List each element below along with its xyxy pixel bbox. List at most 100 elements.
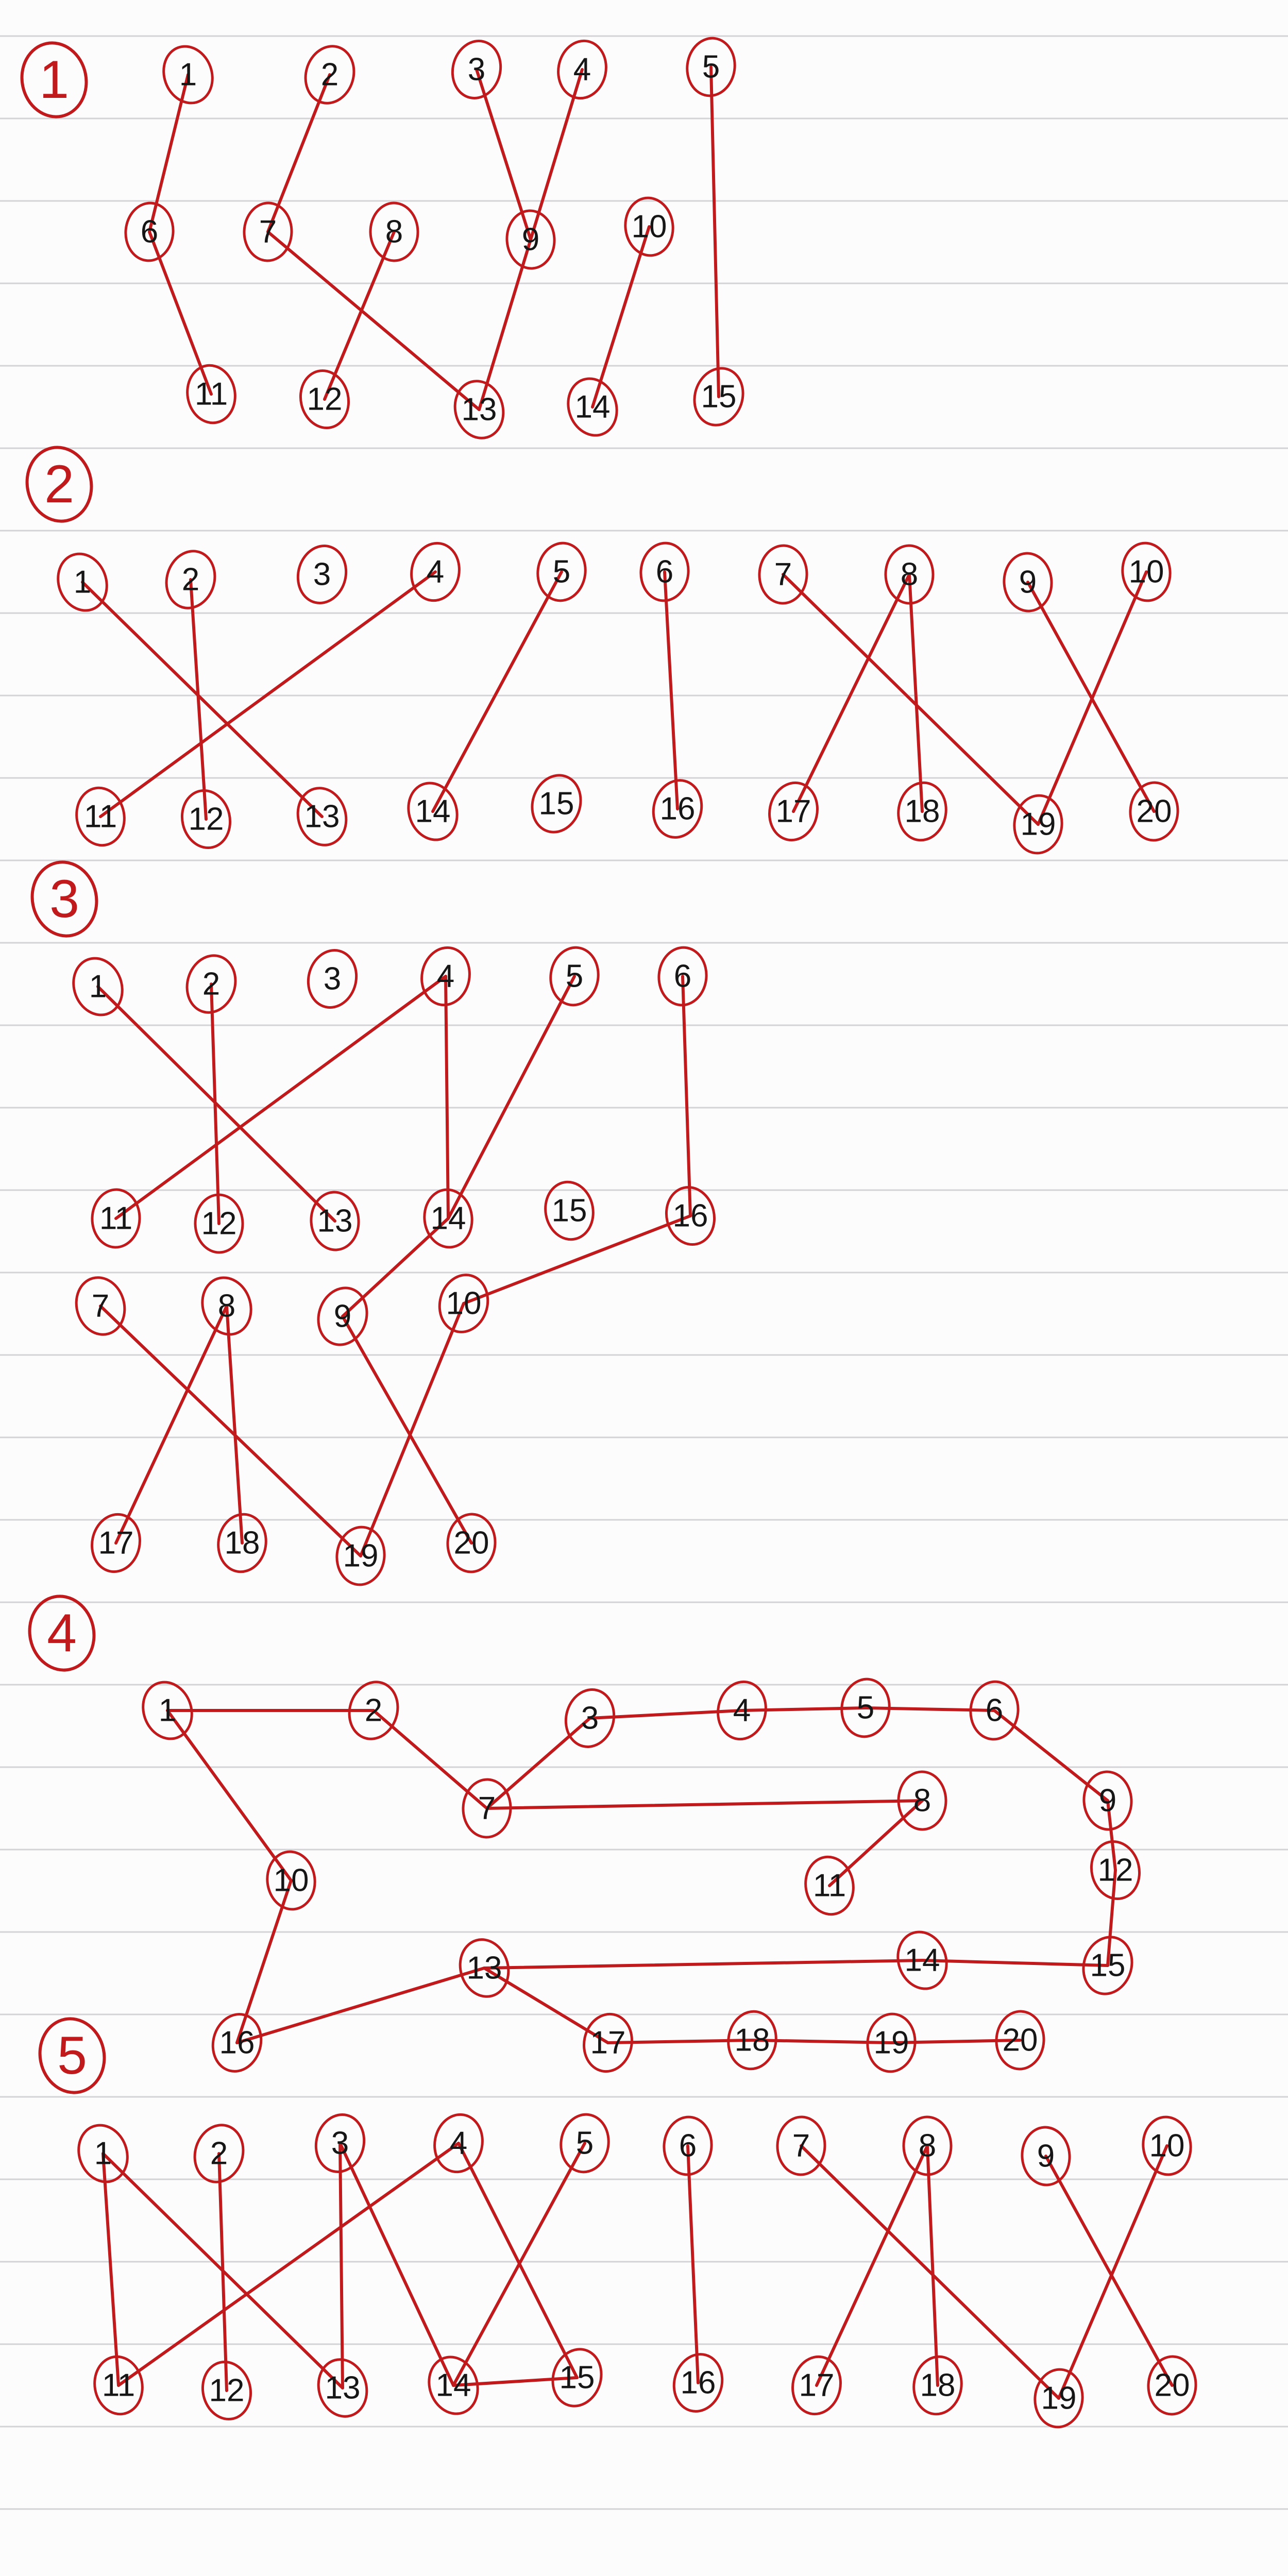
node-12: 12	[180, 789, 232, 850]
node-label: 13	[325, 2370, 361, 2406]
edge-14-13	[483, 1959, 924, 1970]
node-9: 9	[317, 1286, 368, 1346]
node-7: 7	[758, 544, 808, 605]
node-label: 12	[201, 1206, 237, 1242]
edge-8-17	[114, 1304, 228, 1545]
edge-14-15	[452, 2376, 579, 2387]
node-label: 14	[431, 1201, 466, 1236]
edge-5-6	[864, 1706, 996, 1712]
node-ring	[758, 544, 808, 605]
edge-4-11	[99, 570, 437, 818]
edge-1-6	[148, 73, 190, 233]
node-3: 3	[314, 2113, 366, 2173]
node-label: 2	[321, 57, 338, 93]
edge-6-16	[686, 2144, 700, 2384]
edge-5-14	[431, 570, 563, 813]
edge-group	[96, 975, 692, 1557]
edge-8-18	[926, 2144, 939, 2387]
node-ring	[657, 946, 708, 1007]
node-label: 8	[913, 1783, 931, 1819]
node-ring	[57, 552, 108, 612]
node-label: 15	[701, 379, 737, 415]
node-7: 7	[462, 1778, 512, 1839]
node-3: 3	[564, 1688, 616, 1748]
node-ring	[1090, 1840, 1141, 1901]
node-ring	[335, 1526, 386, 1586]
node-ring	[185, 954, 237, 1014]
node-1: 1	[77, 2124, 129, 2183]
node-ring	[768, 781, 819, 842]
edge-7-8	[485, 1799, 924, 1810]
edge-2-12	[189, 578, 208, 821]
node-ring	[672, 2353, 724, 2413]
node-18: 18	[727, 2010, 777, 2071]
node-20: 20	[1129, 781, 1179, 842]
node-label: 18	[735, 2023, 770, 2058]
node-3: 3	[307, 949, 358, 1009]
node-ring	[560, 2113, 610, 2174]
node-ring	[840, 1677, 891, 1738]
node-ring	[995, 2010, 1045, 2071]
node-ring	[296, 545, 348, 604]
node-ring	[567, 377, 618, 437]
edge-4-11	[117, 2142, 460, 2387]
node-17: 17	[91, 1513, 141, 1573]
node-ring	[299, 369, 350, 430]
section-marker-ring	[25, 446, 93, 523]
node-10: 10	[1121, 541, 1172, 602]
node-ring	[266, 1850, 316, 1911]
node-ring	[453, 380, 505, 439]
node-label: 5	[553, 554, 570, 590]
node-label: 15	[552, 1193, 587, 1229]
node-label: 1	[159, 1693, 176, 1728]
node-label: 6	[679, 2128, 697, 2164]
edge-15-14	[921, 1959, 1109, 1967]
node-label: 17	[98, 1526, 134, 1561]
node-label: 9	[1019, 565, 1037, 600]
node-17: 17	[791, 2355, 842, 2416]
node-ring	[243, 201, 293, 262]
node-19: 19	[866, 2012, 917, 2073]
node-label: 13	[317, 1204, 353, 1239]
edge-9-20	[1026, 581, 1156, 813]
node-ring	[693, 367, 744, 427]
node-label: 6	[986, 1693, 1003, 1728]
node-ring	[639, 541, 690, 602]
node-19: 19	[1033, 2368, 1084, 2429]
node-13: 13	[310, 1191, 360, 1251]
node-label: 19	[874, 2025, 909, 2061]
edge-5-14	[447, 975, 576, 1220]
node-11: 11	[93, 2355, 144, 2416]
node-7: 7	[243, 201, 293, 262]
node-label: 14	[436, 2368, 471, 2403]
node-8: 8	[369, 201, 419, 262]
node-11: 11	[186, 364, 236, 425]
edge-group	[166, 1706, 1117, 2044]
node-ring	[75, 786, 126, 847]
node-ring	[791, 2355, 842, 2416]
node-label: 12	[209, 2373, 245, 2409]
node-label: 9	[522, 222, 539, 258]
node-ring	[1003, 552, 1053, 613]
node-label: 3	[581, 1701, 599, 1736]
node-ring	[686, 37, 736, 97]
edge-9-20	[1044, 2155, 1174, 2387]
node-ring	[165, 550, 216, 609]
node-label: 3	[324, 961, 341, 997]
edge-9-12	[1106, 1799, 1117, 1872]
node-ring	[866, 2012, 917, 2073]
node-2: 2	[193, 2124, 245, 2183]
node-ring	[804, 1855, 855, 1916]
node-label: 6	[674, 959, 691, 994]
node-ring	[505, 209, 556, 270]
node-9: 9	[1003, 552, 1053, 613]
node-label: 4	[450, 2126, 467, 2161]
node-ring	[776, 2115, 826, 2176]
node-ring	[201, 1276, 252, 1336]
node-19: 19	[1013, 794, 1063, 855]
